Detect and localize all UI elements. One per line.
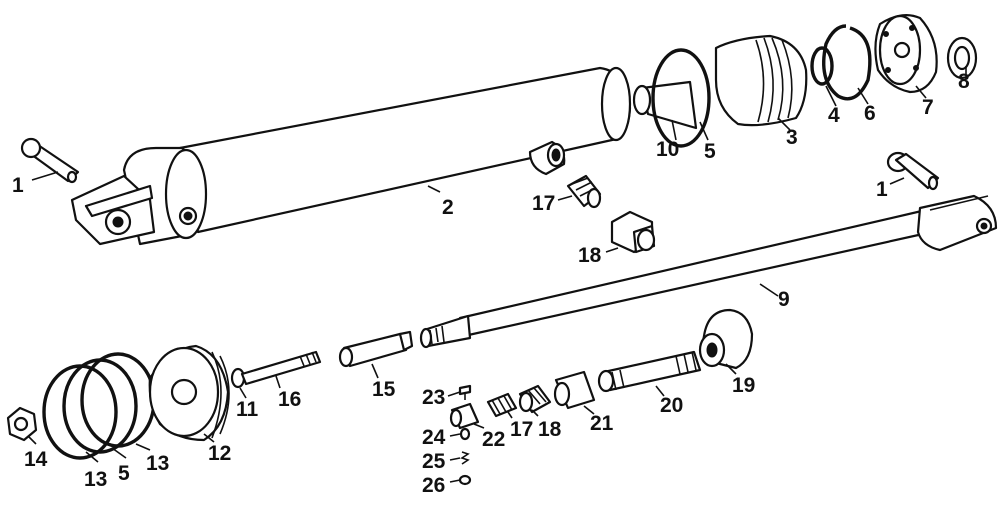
part-3-piston [714, 34, 808, 127]
part-2-cylinder-barrel [70, 66, 632, 246]
part-15-sleeve [338, 330, 414, 368]
callout-1-left: 1 [12, 174, 24, 197]
callout-13-inner: 13 [146, 452, 169, 475]
callout-1-right: 1 [876, 178, 888, 201]
part-8-wiper-seal [946, 36, 978, 80]
callout-22: 22 [482, 428, 505, 451]
part-26-plug [458, 474, 472, 486]
part-25-spring [460, 451, 470, 465]
part-16-rod [240, 350, 322, 386]
part-17-fitting-lower [486, 392, 518, 418]
callout-3: 3 [786, 126, 798, 149]
part-5-o-ring-upper [651, 48, 711, 148]
callout-19: 19 [732, 374, 755, 397]
callout-8: 8 [958, 70, 970, 93]
callout-15: 15 [372, 378, 396, 401]
part-14-hex-nut [6, 406, 38, 442]
callout-20: 20 [660, 394, 683, 417]
callout-14: 14 [24, 448, 48, 471]
part-24-ball [459, 427, 471, 441]
part-22-valve-body [449, 402, 480, 430]
part-18-fitting-lower [518, 384, 552, 414]
callout-17-lower: 17 [510, 418, 533, 441]
part-18-hex-plug-upper [610, 210, 656, 254]
part-7-head-gland [874, 13, 938, 94]
callout-9: 9 [778, 288, 790, 311]
callout-16: 16 [278, 388, 301, 411]
part-1-clevis-pin-right [886, 151, 940, 191]
callout-18-lower: 18 [538, 418, 562, 441]
part-19-elbow-fitting [698, 308, 754, 370]
part-11-washer [230, 367, 246, 389]
callout-7: 7 [922, 96, 934, 119]
callout-10: 10 [656, 138, 679, 161]
part-17-fitting-upper [566, 174, 602, 209]
leader-lines [27, 66, 967, 483]
part-12-rear-piston [148, 344, 230, 442]
callout-18-upper: 18 [578, 244, 602, 267]
part-4-small-o-ring [810, 46, 834, 86]
part-20-tube [597, 350, 702, 393]
callout-labels: 1 2 10 5 3 4 6 7 8 17 1 18 9 11 12 13 5 … [12, 70, 970, 497]
callout-13-outer: 13 [84, 468, 107, 491]
part-21-coupling [553, 370, 596, 410]
part-1-clevis-pin-left [20, 137, 80, 184]
part-9-piston-rod [419, 194, 998, 349]
callout-4: 4 [828, 104, 840, 127]
callout-2: 2 [442, 196, 454, 219]
callout-26: 26 [422, 474, 445, 497]
callout-17-upper: 17 [532, 192, 555, 215]
callout-5-upper: 5 [704, 140, 716, 163]
callout-11: 11 [236, 398, 259, 421]
part-10-piston-nose [632, 80, 698, 130]
callout-25: 25 [422, 450, 446, 473]
callout-21: 21 [590, 412, 614, 435]
callout-24: 24 [422, 426, 446, 449]
callout-23: 23 [422, 386, 445, 409]
part-23-screw [458, 384, 472, 400]
callout-6: 6 [864, 102, 876, 125]
callout-5-lower: 5 [118, 462, 130, 485]
part-6-snap-ring [822, 24, 872, 101]
callout-12: 12 [208, 442, 231, 465]
